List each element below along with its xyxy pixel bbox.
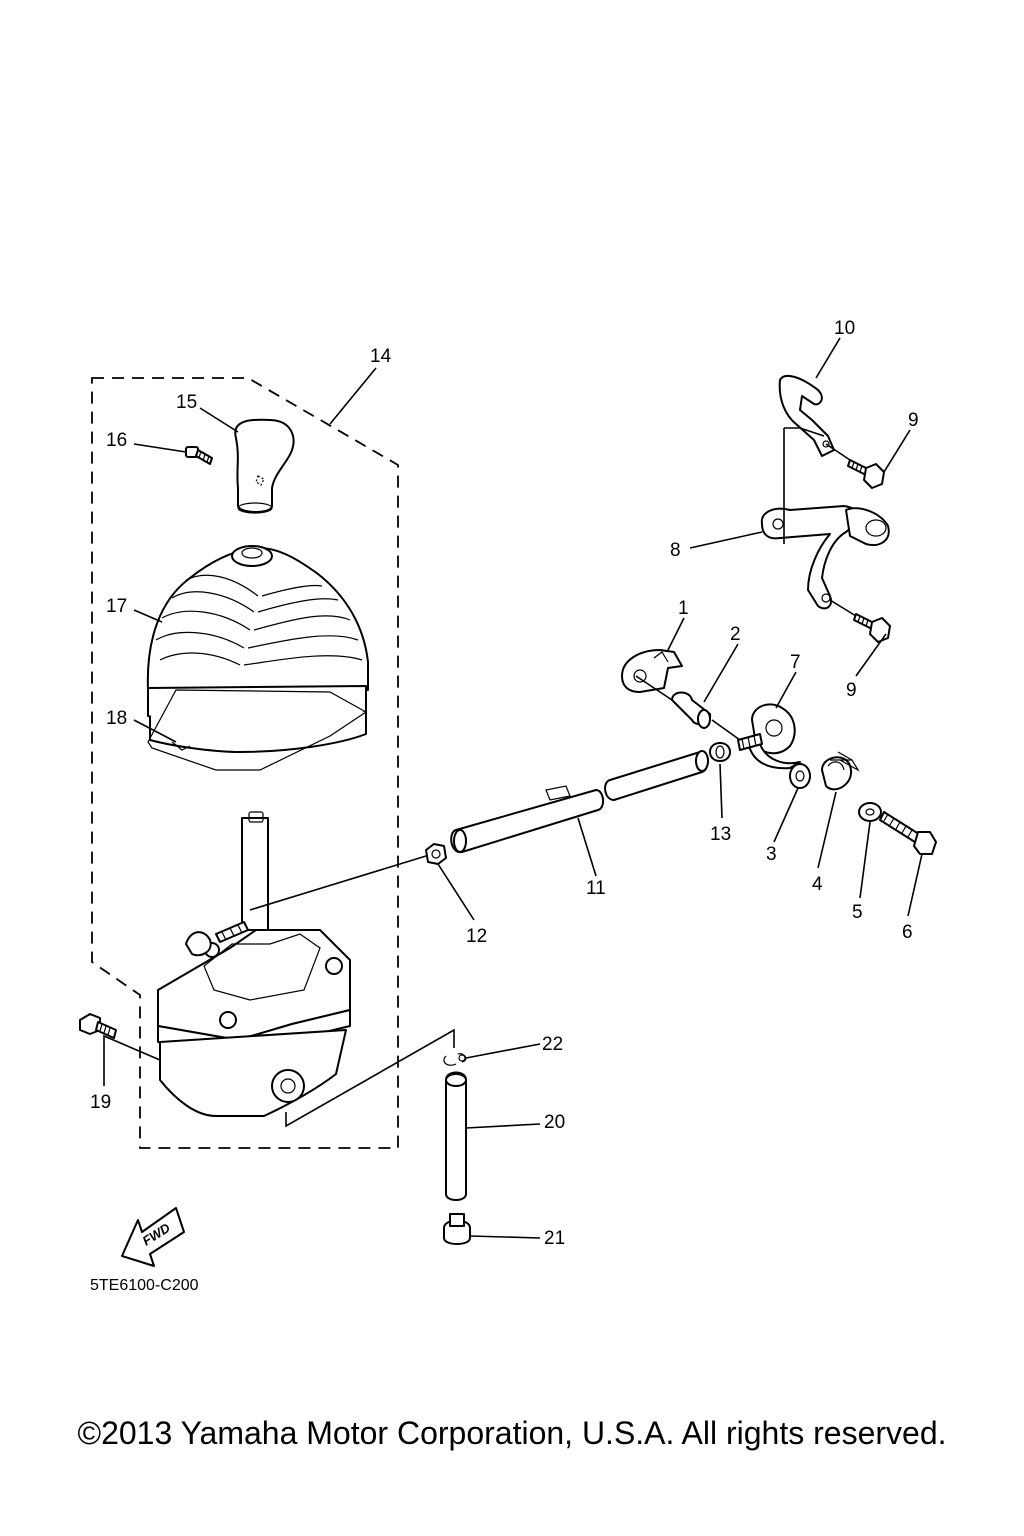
shift-lever-rod — [241, 811, 269, 931]
torsion-spring — [821, 751, 860, 791]
callout-2: 2 — [730, 624, 741, 645]
shift-rod — [450, 750, 709, 854]
bracket-1 — [621, 649, 683, 693]
collar-13 — [709, 742, 731, 762]
callout-17: 17 — [106, 596, 127, 617]
bolt-9-lower — [853, 613, 891, 643]
callout-15: 15 — [176, 392, 197, 413]
shift-lever-housing — [157, 921, 351, 1117]
arm-8 — [760, 505, 890, 610]
collar-2 — [671, 691, 712, 729]
bolt-9-upper — [847, 459, 885, 489]
lever-7 — [737, 703, 801, 770]
assembly-lines — [249, 427, 857, 1128]
nut-12 — [425, 843, 447, 865]
callout-22: 22 — [542, 1034, 563, 1055]
washer-5 — [858, 802, 882, 822]
callout-5: 5 — [852, 902, 863, 923]
assembly-code: 5TE6100-C200 — [90, 1277, 199, 1294]
callout-19: 19 — [90, 1092, 111, 1113]
copyright-notice: ©2013 Yamaha Motor Corporation, U.S.A. A… — [77, 1415, 947, 1451]
callout-labels: 1 2 3 4 5 6 7 8 9 9 10 11 12 13 14 15 16… — [90, 318, 919, 1249]
pivot-shaft-20 — [445, 1071, 467, 1201]
boot-clip — [147, 689, 368, 771]
callout-16: 16 — [106, 430, 127, 451]
circlip-22 — [443, 1053, 467, 1066]
callout-9a: 9 — [908, 410, 919, 431]
callout-20: 20 — [544, 1112, 565, 1133]
bolt-6 — [879, 811, 937, 855]
callout-11: 11 — [586, 878, 606, 899]
knob-set-screw — [185, 446, 213, 465]
callout-8: 8 — [670, 540, 681, 561]
callout-6: 6 — [902, 922, 913, 943]
callout-9b: 9 — [846, 680, 857, 701]
callout-10: 10 — [834, 318, 855, 339]
assembly-boundary-dashed — [91, 377, 399, 1149]
callout-14: 14 — [370, 346, 392, 367]
clip-10 — [778, 374, 835, 457]
shift-knob — [234, 418, 295, 514]
forward-arrow-icon: FWD — [121, 1207, 185, 1267]
callout-18: 18 — [106, 708, 127, 729]
callout-4: 4 — [812, 874, 823, 895]
housing-bolt — [79, 1013, 117, 1039]
plug-21 — [443, 1213, 471, 1245]
callout-21: 21 — [544, 1228, 565, 1249]
callout-12: 12 — [466, 926, 487, 947]
callout-1: 1 — [678, 598, 689, 619]
callout-13: 13 — [710, 824, 731, 845]
callout-3: 3 — [766, 844, 777, 865]
callout-7: 7 — [790, 652, 801, 673]
leader-lines — [103, 337, 923, 1239]
washer-3 — [789, 763, 811, 789]
shift-boot — [146, 545, 369, 753]
